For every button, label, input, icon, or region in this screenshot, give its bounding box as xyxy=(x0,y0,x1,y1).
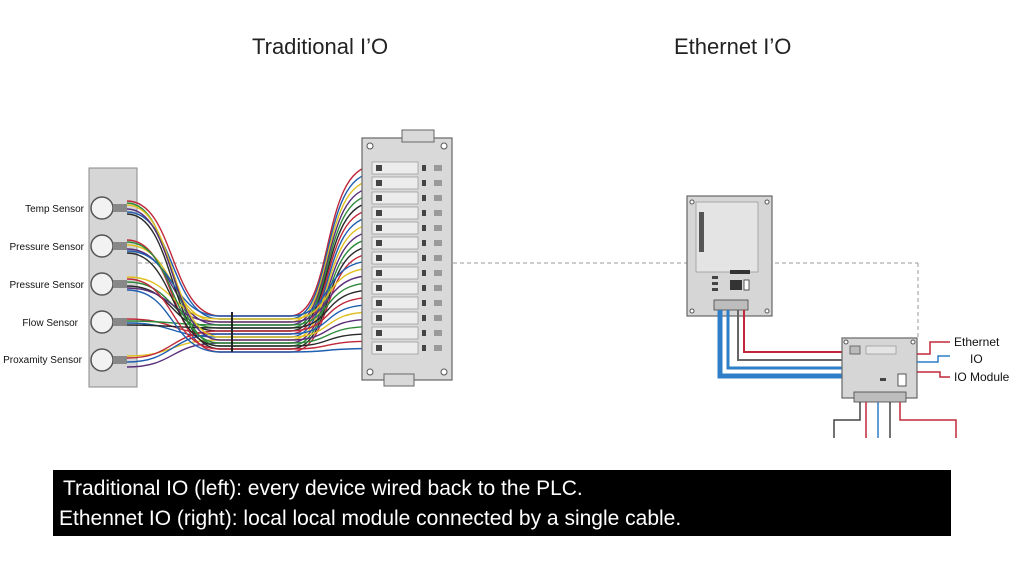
wire xyxy=(126,208,375,341)
terminal-block-icon xyxy=(361,129,453,387)
sensor-dial-icon xyxy=(90,196,127,372)
sensor-label-flow: Flow Sensor xyxy=(22,318,78,329)
terminal-row xyxy=(371,341,442,355)
caption-line-1: Traditional IO (left): every device wire… xyxy=(63,477,583,500)
sensor-label-proximity: Proxamity Sensor xyxy=(3,355,83,366)
wire xyxy=(126,278,375,350)
wire xyxy=(126,241,375,344)
ethernet-cable xyxy=(717,310,842,379)
sensor-label-temp: Temp Sensor xyxy=(25,204,85,215)
io-module-wires xyxy=(833,341,957,438)
wire-bundle xyxy=(126,165,375,368)
wire xyxy=(126,304,375,363)
terminal-row xyxy=(371,251,442,265)
terminal-row xyxy=(371,206,442,220)
wire xyxy=(126,282,375,326)
wire xyxy=(126,289,375,353)
ethernet-io-title: Ethernet I’O xyxy=(674,34,792,59)
terminal-row xyxy=(371,176,442,190)
terminal-row xyxy=(371,281,442,295)
traditional-io-title: Traditional I’O xyxy=(252,34,389,59)
sensor-label-pressure-2: Pressure Sensor xyxy=(10,280,85,291)
terminal-row xyxy=(371,236,442,250)
terminal-row xyxy=(371,221,442,235)
terminal-row xyxy=(371,161,442,175)
terminal-rows xyxy=(371,161,442,355)
terminal-row xyxy=(371,266,442,280)
terminal-row xyxy=(371,296,442,310)
io-label-ethernet: Ethernet xyxy=(954,335,1000,349)
wire xyxy=(126,296,375,359)
caption-box: Traditional IO (left): every device wire… xyxy=(53,470,951,536)
sensor-label-pressure-1: Pressure Sensor xyxy=(10,242,85,253)
sensor-panel xyxy=(88,167,138,388)
terminal-row xyxy=(371,191,442,205)
wire xyxy=(126,252,375,347)
wire xyxy=(126,289,375,329)
io-label-module: IO Module xyxy=(954,370,1010,384)
sensor-labels: Temp Sensor Pressure Sensor Pressure Sen… xyxy=(3,204,85,366)
wire xyxy=(126,204,375,338)
terminal-row xyxy=(371,311,442,325)
terminal-row xyxy=(371,326,442,340)
plc-icon xyxy=(686,195,773,317)
wire xyxy=(126,267,375,320)
caption-line-2: Ethennet IO (right): local local module … xyxy=(59,507,682,530)
ethernet-io-module-icon xyxy=(841,337,918,403)
io-label-io: IO xyxy=(970,352,983,366)
